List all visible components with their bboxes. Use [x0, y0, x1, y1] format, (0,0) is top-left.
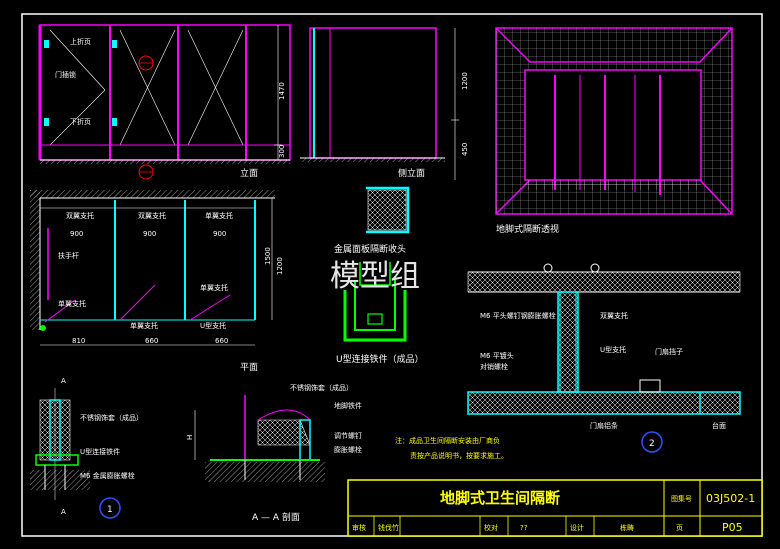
label-top-hinge: 上折页 — [70, 37, 91, 46]
side-elevation-view: 侧立面 — [300, 27, 445, 179]
watermark: 模型组 — [330, 259, 420, 294]
dim-persp-1200: 1200 — [461, 72, 469, 90]
dim-plan-d1: 1500 — [264, 247, 272, 265]
detail-number-2: 2 — [649, 439, 655, 449]
caption-u-connector: U型连接铁件（成品） — [336, 353, 424, 365]
label-d2-door-edge: 门扇铝条 — [590, 421, 618, 430]
label-plan-u-bracket: U型支托 — [200, 321, 226, 330]
perspective-view: 1200 450 地脚式隔断透视 — [451, 27, 733, 235]
atlas-label: 图集号 — [671, 494, 692, 503]
review-label: 审核 — [352, 523, 366, 532]
title-block: 地脚式卫生间隔断 图集号 03J502-1 页 P05 审核 钱伐竹 校对 ??… — [347, 479, 763, 537]
design-label: 设计 — [570, 523, 584, 532]
dim-plan-b2: 660 — [145, 337, 158, 345]
label-plan-single-bracket-left: 单翼支托 — [58, 299, 86, 308]
section-mark-bottom: A — [61, 508, 66, 516]
plan-view: 900 900 900 双翼支托 双翼支托 单翼支托 扶手杆 单翼支托 单翼支托… — [30, 190, 284, 373]
label-plan-single-bracket-bottom: 单翼支托 — [130, 321, 158, 330]
edge-cap-detail: 金属面板隔断收头 — [334, 186, 410, 255]
check-label: 校对 — [484, 523, 498, 532]
dim-section-h: H — [186, 435, 194, 440]
note-line-1: 注：成品卫生间隔断安装由厂商负 — [395, 436, 500, 445]
caption-perspective: 地脚式隔断透视 — [496, 223, 559, 235]
dim-elev-300: 300 — [278, 145, 286, 158]
caption-side-elevation: 侧立面 — [398, 167, 425, 179]
note-line-2: 责按产品说明书，按要求施工。 — [410, 451, 508, 460]
label-plan-double-bracket-1: 双翼支托 — [66, 211, 94, 220]
label-plan-grab-bar: 扶手杆 — [58, 251, 79, 260]
signature-design: 栋畴 — [620, 523, 634, 532]
label-lock: 门插锁 — [55, 70, 76, 79]
label-d2-u-bracket: U型支托 — [600, 345, 626, 354]
dim-plan-d2: 1200 — [276, 257, 284, 275]
caption-elevation: 立面 — [240, 167, 258, 179]
label-d2-nut: M6 平镀头 — [480, 351, 514, 360]
label-plan-single-bracket-top: 单翼支托 — [205, 211, 233, 220]
atlas-number: 03J502-1 — [706, 492, 755, 505]
label-d2-double-bracket: 双翼支托 — [600, 311, 628, 320]
dim-plan-b3: 660 — [215, 337, 228, 345]
detail-number-1: 1 — [107, 505, 113, 515]
elevation-view: 上折页 门插锁 下折页 1470 300 立面 — [38, 24, 291, 180]
detail-1: A 不锈钢饰套（成品） U型连接铁件 M6 金属膨胀螺栓 A 1 — [30, 377, 143, 519]
label-d2-panel: 台面 — [712, 421, 726, 430]
label-d2-screw: M6 平头螺钉钢膨胀螺栓 — [480, 311, 556, 320]
dim-plan-w1: 900 — [70, 230, 83, 238]
page-label: 页 — [676, 524, 683, 532]
caption-section-aa: A — A 剖面 — [252, 511, 300, 523]
dim-elev-1470: 1470 — [278, 82, 286, 100]
label-bottom-hinge: 下折页 — [70, 117, 91, 126]
u-connector-detail: U型连接铁件（成品） — [336, 262, 424, 365]
label-plan-double-bracket-2: 双翼支托 — [138, 211, 166, 220]
page-number: P05 — [722, 521, 743, 534]
dim-plan-b1: 810 — [72, 337, 85, 345]
label-d1-ss-cover: 不锈钢饰套（成品） — [80, 413, 143, 422]
dim-persp-450: 450 — [461, 143, 469, 156]
label-aa-ss-cover: 不锈钢饰套（成品） — [290, 383, 353, 392]
section-mark-top: A — [61, 377, 66, 385]
label-aa-anchor: 膨胀螺栓 — [334, 445, 362, 454]
label-d2-door-stop: 门扇挡子 — [655, 347, 683, 356]
label-d2-nail: 对销螺栓 — [480, 362, 508, 371]
label-plan-single-bracket-right: 单翼支托 — [200, 283, 228, 292]
dim-plan-w2: 900 — [143, 230, 156, 238]
signature-check: ?? — [520, 524, 528, 532]
caption-edge-cap: 金属面板隔断收头 — [334, 243, 406, 255]
label-aa-foot: 地脚铁件 — [334, 401, 362, 410]
signature-review: 钱伐竹 — [378, 523, 399, 532]
drawing-title: 地脚式卫生间隔断 — [440, 489, 560, 507]
label-d1-u-connector: U型连接铁件 — [80, 447, 120, 456]
section-aa: H 不锈钢饰套（成品） 地脚铁件 调节螺钉 膨胀螺栓 A — A 剖面 — [186, 383, 362, 523]
caption-plan: 平面 — [240, 362, 258, 373]
detail-2: M6 平头螺钉钢膨胀螺栓 M6 平镀头 对销螺栓 双翼支托 U型支托 门扇挡子 … — [467, 263, 741, 453]
label-d1-bolt: M6 金属膨胀螺栓 — [80, 471, 135, 480]
dim-plan-w3: 900 — [213, 230, 226, 238]
label-aa-adjust: 调节螺钉 — [334, 431, 362, 440]
